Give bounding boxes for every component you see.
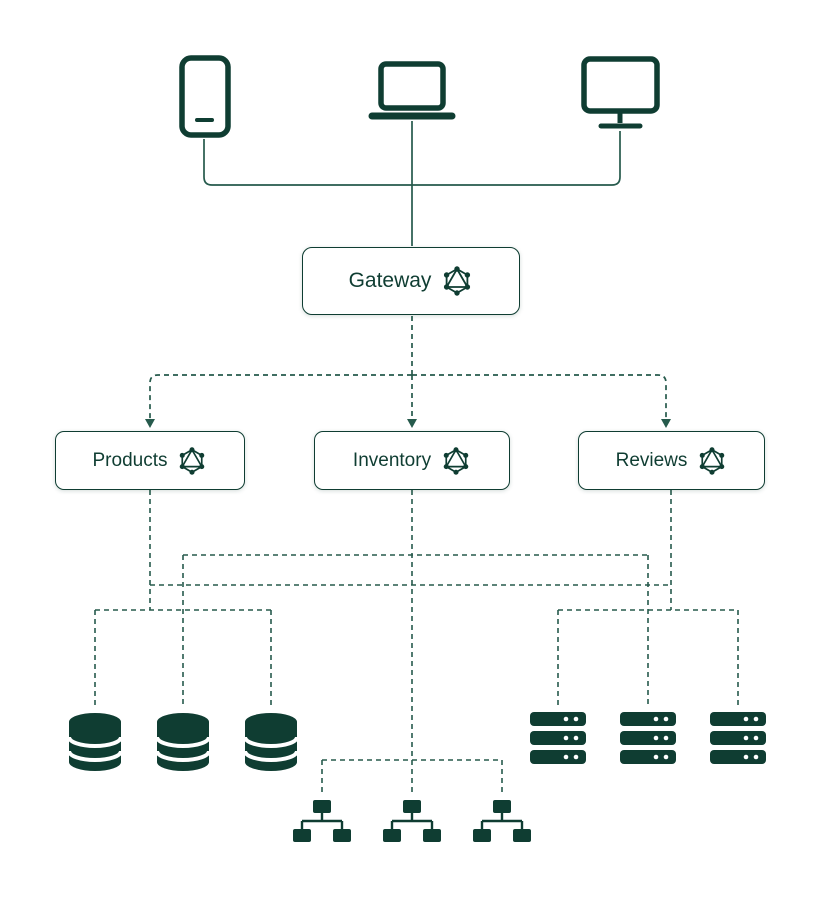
desktop-icon	[581, 56, 660, 129]
network-icon	[473, 800, 531, 842]
graphql-icon	[700, 446, 725, 475]
network-icon	[383, 800, 441, 842]
service-arrowheads	[145, 419, 671, 428]
database-icon	[155, 713, 211, 771]
service-node-inventory: Inventory	[314, 431, 510, 490]
database-icon	[67, 713, 123, 771]
server-icon	[620, 712, 676, 764]
server-icon	[710, 712, 766, 764]
server-icon	[530, 712, 586, 764]
service-node-products: Products	[55, 431, 245, 490]
tablet-icon	[179, 55, 231, 138]
service-label: Inventory	[352, 449, 432, 471]
gateway-label: Gateway	[348, 269, 432, 292]
graphql-icon	[444, 266, 471, 296]
database-icon	[243, 713, 299, 771]
gateway-node: Gateway	[302, 247, 520, 315]
graphql-icon	[180, 446, 205, 475]
service-label: Reviews	[615, 449, 688, 471]
laptop-icon	[368, 61, 456, 120]
service-datasource-connectors	[94, 490, 739, 795]
gateway-service-connectors	[149, 316, 667, 419]
graphql-icon	[443, 446, 469, 475]
client-gateway-connectors	[203, 121, 621, 246]
service-node-reviews: Reviews	[578, 431, 765, 490]
service-label: Products	[92, 449, 168, 471]
network-icon	[293, 800, 351, 842]
